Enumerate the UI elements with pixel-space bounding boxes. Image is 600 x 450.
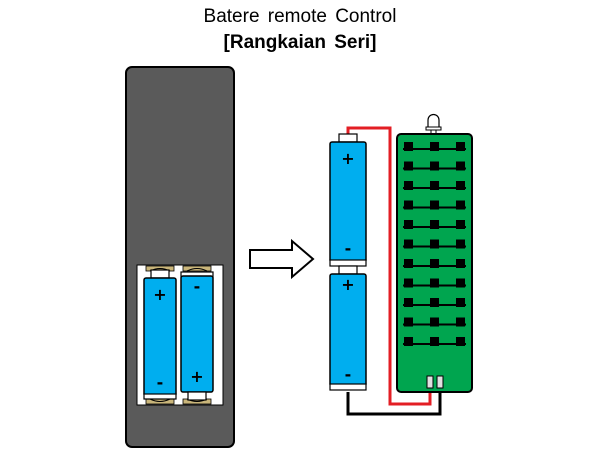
board-pad — [456, 298, 465, 307]
board-pad — [404, 200, 413, 210]
battery-terminal — [338, 133, 358, 143]
board-pad — [430, 239, 439, 249]
board-pad — [404, 337, 413, 346]
series-battery-top: + - — [329, 133, 367, 267]
board-pad — [456, 337, 465, 346]
board-pad — [430, 317, 439, 327]
board-terminal-negative — [436, 375, 444, 389]
diagram-title: Batere remote Control — [203, 6, 397, 27]
board-pad — [456, 278, 465, 288]
board-pad — [404, 181, 413, 190]
board-pad — [404, 298, 413, 307]
board-pad — [404, 142, 413, 151]
battery-base — [329, 259, 367, 267]
board-pad — [430, 200, 439, 210]
remote-battery-left: + - — [143, 269, 177, 400]
board-pad — [430, 142, 439, 151]
board-pad — [456, 200, 465, 210]
minus-sign: - — [345, 365, 352, 384]
minus-sign: - — [157, 373, 164, 392]
board-pad — [456, 161, 465, 171]
battery-terminal — [338, 265, 358, 275]
battery-terminal — [150, 269, 170, 279]
board-pad — [430, 298, 439, 307]
negative-wire — [346, 388, 442, 416]
plus-sign: + — [341, 149, 354, 168]
board-pad — [456, 142, 465, 151]
diagram-subtitle: [Rangkaian Seri] — [223, 32, 377, 53]
battery-base — [143, 393, 177, 400]
board-pad — [430, 181, 439, 190]
board-pad — [404, 259, 413, 268]
plus-sign: + — [341, 275, 354, 294]
right-arrow-icon — [249, 238, 315, 280]
remote-battery-right: - + — [180, 271, 214, 401]
board-pad — [430, 220, 439, 229]
board-pad — [456, 259, 465, 268]
board-terminal-positive — [426, 375, 434, 389]
plus-sign: + — [190, 367, 203, 386]
positive-wire — [346, 126, 432, 406]
battery-base — [329, 383, 367, 391]
board-pad — [430, 259, 439, 268]
board-pad — [430, 161, 439, 171]
board-pad — [404, 161, 413, 171]
minus-sign: - — [345, 239, 352, 258]
board-pad — [456, 317, 465, 327]
minus-sign: - — [194, 277, 201, 296]
led-icon — [425, 113, 442, 136]
battery-terminal — [187, 391, 207, 401]
board-pad — [456, 181, 465, 190]
board-pad — [430, 278, 439, 288]
plus-sign: + — [153, 285, 166, 304]
board-pads — [403, 142, 466, 346]
board-pad — [404, 317, 413, 327]
board-pad — [430, 337, 439, 346]
board-pad — [404, 239, 413, 249]
board-pad — [404, 278, 413, 288]
remote-control: + - - + — [125, 66, 235, 448]
board-pad — [456, 239, 465, 249]
board-pad — [456, 220, 465, 229]
series-battery-bottom: + - — [329, 265, 367, 391]
board-pad — [404, 220, 413, 229]
circuit-board — [396, 133, 473, 393]
